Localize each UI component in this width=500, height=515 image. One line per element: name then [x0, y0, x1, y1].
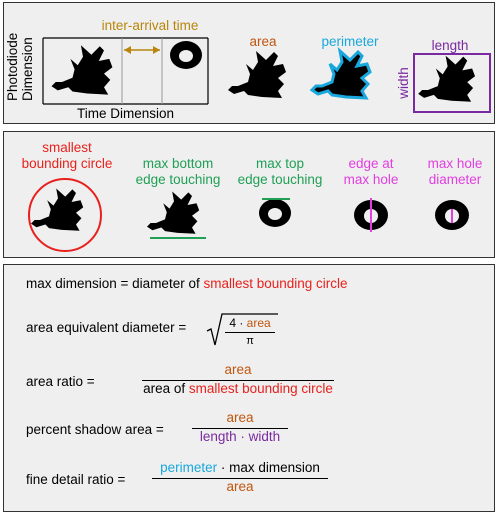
max-dimension-rhs: smallest bounding circle [203, 276, 348, 291]
middle-panel [3, 131, 495, 258]
smallest-bounding-circle [28, 178, 102, 252]
smallest-circle-label: smallest bounding circle [12, 140, 122, 172]
hole-diameter-label-1: max hole [427, 156, 483, 171]
area-ratio-denominator-prefix: area of [143, 381, 189, 396]
fine-detail-fraction-bar [152, 478, 328, 479]
edge-at-hole-label-2: max hole [343, 172, 399, 187]
circle-shape [31, 188, 84, 231]
aed-fraction-bar [225, 332, 275, 333]
particle-ring-hole [179, 50, 193, 62]
particle-shape-1 [51, 45, 113, 95]
percent-shadow-numerator: area [226, 410, 254, 425]
width-label: width [396, 67, 411, 99]
y-axis-label-line-2: Dimension [20, 37, 35, 101]
smallest-circle-label-2: bounding circle [21, 156, 113, 171]
top-edge-ring-hole [268, 208, 282, 220]
max-bottom-label-2: edge touching [135, 172, 221, 187]
edge-at-hole-label-1: edge at [348, 156, 394, 171]
area-ratio-denominator-red: smallest bounding circle [188, 381, 333, 396]
length-width-shape [418, 55, 476, 102]
aed-numerator-area: area [246, 316, 271, 330]
max-top-label: max top edge touching [230, 156, 330, 188]
aed-numerator-prefix: 4 · [229, 316, 247, 330]
max-dimension-equation: max dimension = diameter of smallest bou… [26, 276, 348, 292]
area-equivalent-diameter-lhs: area equivalent diameter = [26, 320, 187, 335]
area-ratio-numerator: area [224, 362, 252, 377]
y-axis-label-line-1: Photodiode [5, 32, 20, 101]
fine-detail-numerator: perimeter · max dimension [150, 460, 330, 476]
percent-shadow-lhs: percent shadow area = [26, 422, 164, 437]
percent-shadow-denominator: length · width [199, 429, 281, 444]
length-label: length [431, 38, 469, 53]
percent-shadow-fraction-bar [192, 428, 288, 429]
fine-detail-numerator-perimeter: perimeter [160, 460, 218, 475]
arrow-head-left [124, 46, 131, 54]
max-bottom-label-1: max bottom [142, 156, 214, 171]
max-bottom-label: max bottom edge touching [128, 156, 228, 188]
fine-detail-numerator-rest: · max dimension [217, 460, 320, 475]
max-dimension-lhs: max dimension = diameter of [26, 276, 204, 291]
fine-detail-lhs: fine detail ratio = [26, 472, 126, 487]
aed-numerator: 4 · area [222, 315, 278, 331]
equations-panel [3, 264, 495, 512]
y-axis-label: Photodiode Dimension [5, 32, 35, 101]
area-ratio-denominator: area of smallest bounding circle [140, 381, 336, 397]
hole-diameter-label: max hole diameter [418, 156, 492, 188]
area-label: area [249, 34, 277, 49]
edge-at-hole-label: edge at max hole [336, 156, 406, 188]
area-ratio-lhs: area ratio = [26, 374, 95, 389]
length-width-box [413, 53, 491, 113]
fine-detail-denominator: area [226, 479, 254, 494]
perimeter-label: perimeter [321, 34, 379, 49]
x-axis-label: Time Dimension [76, 106, 175, 121]
inter-arrival-label: inter-arrival time [101, 18, 199, 33]
sqrt-sign [206, 313, 278, 346]
smallest-circle-label-1: smallest [42, 140, 92, 155]
max-top-label-2: edge touching [237, 172, 323, 187]
area-ratio-fraction-bar [142, 380, 334, 381]
time-series-plot [42, 37, 209, 105]
max-top-label-1: max top [255, 156, 305, 171]
hole-diameter-label-2: diameter [428, 172, 482, 187]
bottom-edge-shape [147, 191, 200, 234]
area-shape [228, 51, 286, 98]
aed-denominator: π [246, 335, 254, 347]
arrow-head-right [153, 46, 160, 54]
perimeter-shape [310, 49, 372, 100]
